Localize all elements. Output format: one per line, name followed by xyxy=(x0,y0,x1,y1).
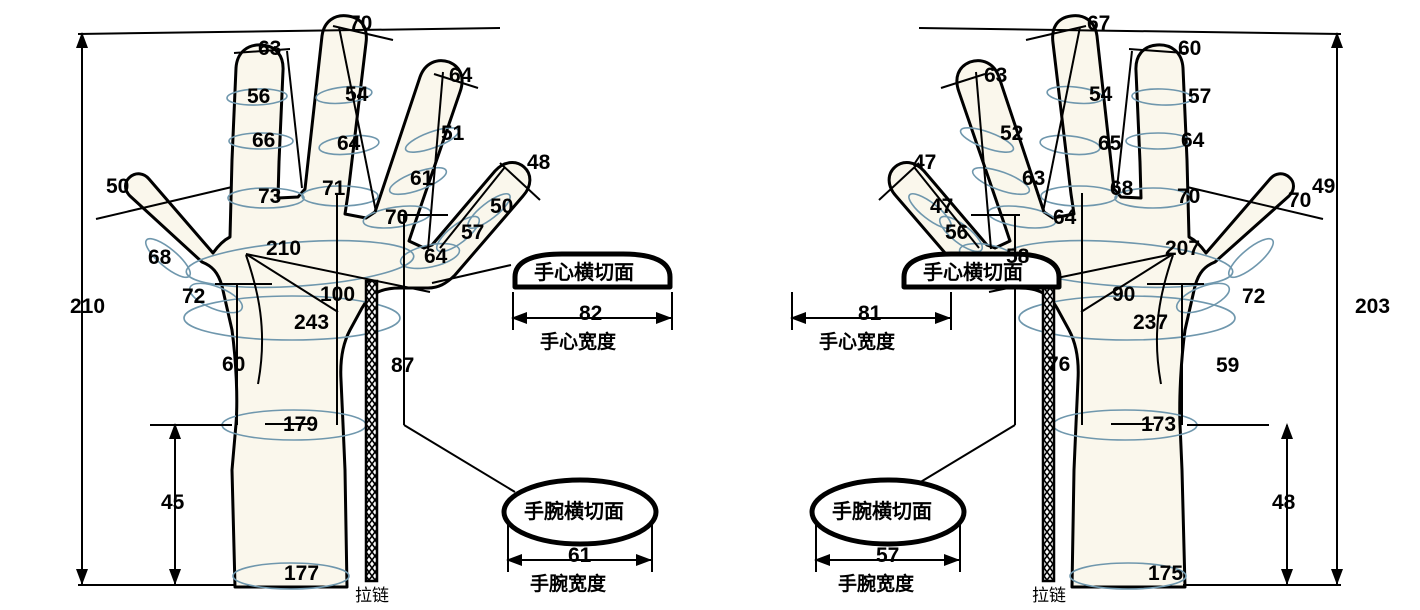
right-palm-width-caption: 手心宽度 xyxy=(819,331,896,353)
left-girth-ellipses xyxy=(144,85,511,590)
left-index-girth-3-label: 73 xyxy=(258,185,282,208)
right-palm-diagonal-label: 237 xyxy=(1133,311,1169,334)
left-cuff-dimension xyxy=(150,423,232,586)
right-tip-dimension-ticks xyxy=(878,25,1324,250)
left-palm-width-caption: 手心宽度 xyxy=(540,331,617,353)
left-web-girth-label: 72 xyxy=(182,285,206,308)
left-wrist-section-caption: 手腕横切面 xyxy=(524,499,624,523)
left-girth-leaders xyxy=(245,253,431,385)
left-wrist-section-shape xyxy=(501,477,659,547)
right-index-girth-1-label: 52 xyxy=(1000,122,1024,145)
right-thumb-girth-1-label: 47 xyxy=(930,195,954,218)
left-ring-tip-label: 64 xyxy=(449,64,473,87)
left-thumb-girth-label: 68 xyxy=(148,246,172,269)
left-pinky-side-height-label: 87 xyxy=(391,354,415,377)
right-thumb-tip-label: 47 xyxy=(913,151,937,174)
left-cuff-height-label: 45 xyxy=(161,491,185,514)
left-thumb-tip-label: 50 xyxy=(106,175,130,198)
right-middle-girth-3-label: 68 xyxy=(1110,177,1134,200)
left-wrist-girth-label: 179 xyxy=(283,413,319,436)
left-palm-section-shape xyxy=(512,251,673,290)
right-little-tip-label: 49 xyxy=(1312,175,1336,198)
left-little-girth-1-label: 50 xyxy=(490,195,514,218)
right-index-girth-2-label: 63 xyxy=(1022,167,1046,190)
left-ring-girth-1-label: 51 xyxy=(441,122,465,145)
left-zipper xyxy=(364,279,379,583)
right-height-leaders xyxy=(971,193,1204,425)
right-overall-length-label: 203 xyxy=(1355,295,1391,318)
left-index-girth-2-label: 66 xyxy=(252,129,276,152)
left-hand-glove xyxy=(76,14,541,590)
right-palm-girth-label: 207 xyxy=(1165,237,1201,260)
right-palm-section-shape xyxy=(901,251,1062,290)
right-wrist-section-caption: 手腕横切面 xyxy=(832,499,932,523)
left-palm-section-leader xyxy=(431,264,512,284)
right-middle-tip-label: 67 xyxy=(1087,12,1111,35)
right-palm-section-width-label: 81 xyxy=(858,302,882,325)
left-wrist-section-leader xyxy=(403,424,516,493)
left-little-girth-3-label: 64 xyxy=(424,245,448,268)
left-middle-girth-3-label: 71 xyxy=(322,177,346,200)
left-wrist-section-dimension xyxy=(506,520,653,572)
right-pinky-side-height-label: 59 xyxy=(1216,354,1240,377)
right-ring-girth-1-label: 57 xyxy=(1188,85,1212,108)
right-ring-girth-3-label: 70 xyxy=(1177,185,1201,208)
right-ring-tip-label: 60 xyxy=(1178,37,1202,60)
right-palm-center-height-label: 90 xyxy=(1112,283,1136,306)
right-middle-girth-1-label: 54 xyxy=(1089,83,1113,106)
right-web-girth-label: 72 xyxy=(1242,285,1266,308)
left-tip-dimension-ticks xyxy=(95,25,541,250)
left-palm-diagonal-label: 243 xyxy=(294,311,330,334)
left-zipper-label: 拉链 xyxy=(355,586,389,606)
left-palm-center-height-label: 100 xyxy=(320,283,356,306)
right-wrist-section-width-label: 57 xyxy=(876,544,900,567)
left-overall-length-label: 210 xyxy=(70,295,106,318)
right-cuff-height-label: 48 xyxy=(1272,491,1296,514)
right-thumb-girth-2-label: 56 xyxy=(945,221,969,244)
right-index-tip-label: 63 xyxy=(984,64,1008,87)
left-index-girth-1-label: 56 xyxy=(247,85,271,108)
left-middle-girth-2-label: 64 xyxy=(337,132,361,155)
left-middle-tip-label: 70 xyxy=(349,12,373,35)
left-palm-section-width-label: 82 xyxy=(579,302,603,325)
left-palm-section-dimension xyxy=(511,292,673,330)
left-thumb-base-height-label: 60 xyxy=(222,353,246,376)
right-cuff-girth-label: 175 xyxy=(1148,562,1184,585)
left-palm-girth-label: 210 xyxy=(266,237,302,260)
right-palm-section-caption: 手心横切面 xyxy=(923,260,1023,284)
left-height-leaders xyxy=(215,193,448,425)
right-zipper-label: 拉链 xyxy=(1032,586,1066,606)
left-ring-girth-3-label: 70 xyxy=(385,206,409,229)
left-ring-girth-2-label: 61 xyxy=(410,167,434,190)
right-thumb-side-height-label: 76 xyxy=(1047,353,1071,376)
right-thumb-girth-3-label: 58 xyxy=(1006,245,1030,268)
left-wrist-section-width-label: 61 xyxy=(568,544,592,567)
left-little-tip-label: 48 xyxy=(527,151,551,174)
left-wrist-width-caption: 手腕宽度 xyxy=(530,573,607,595)
right-cuff-dimension xyxy=(1187,423,1293,586)
left-little-girth-2-label: 57 xyxy=(461,221,485,244)
left-palm-section-caption: 手心横切面 xyxy=(534,260,634,284)
right-wrist-section-shape xyxy=(809,477,967,547)
left-glove-outline xyxy=(124,14,532,589)
right-wrist-section-dimension xyxy=(814,520,961,572)
right-palm-section-dimension xyxy=(790,292,952,330)
left-index-tip-label: 63 xyxy=(258,37,282,60)
right-wrist-width-caption: 手腕宽度 xyxy=(838,573,915,595)
left-middle-girth-1-label: 54 xyxy=(345,83,369,106)
right-ring-girth-2-label: 64 xyxy=(1181,129,1205,152)
right-middle-girth-2-label: 65 xyxy=(1098,132,1122,155)
right-little-girth-1-label: 70 xyxy=(1288,189,1312,212)
right-index-girth-3-label: 64 xyxy=(1053,206,1077,229)
right-zipper xyxy=(1041,279,1056,583)
right-wrist-girth-label: 173 xyxy=(1141,413,1177,436)
left-cuff-girth-label: 177 xyxy=(284,562,320,585)
